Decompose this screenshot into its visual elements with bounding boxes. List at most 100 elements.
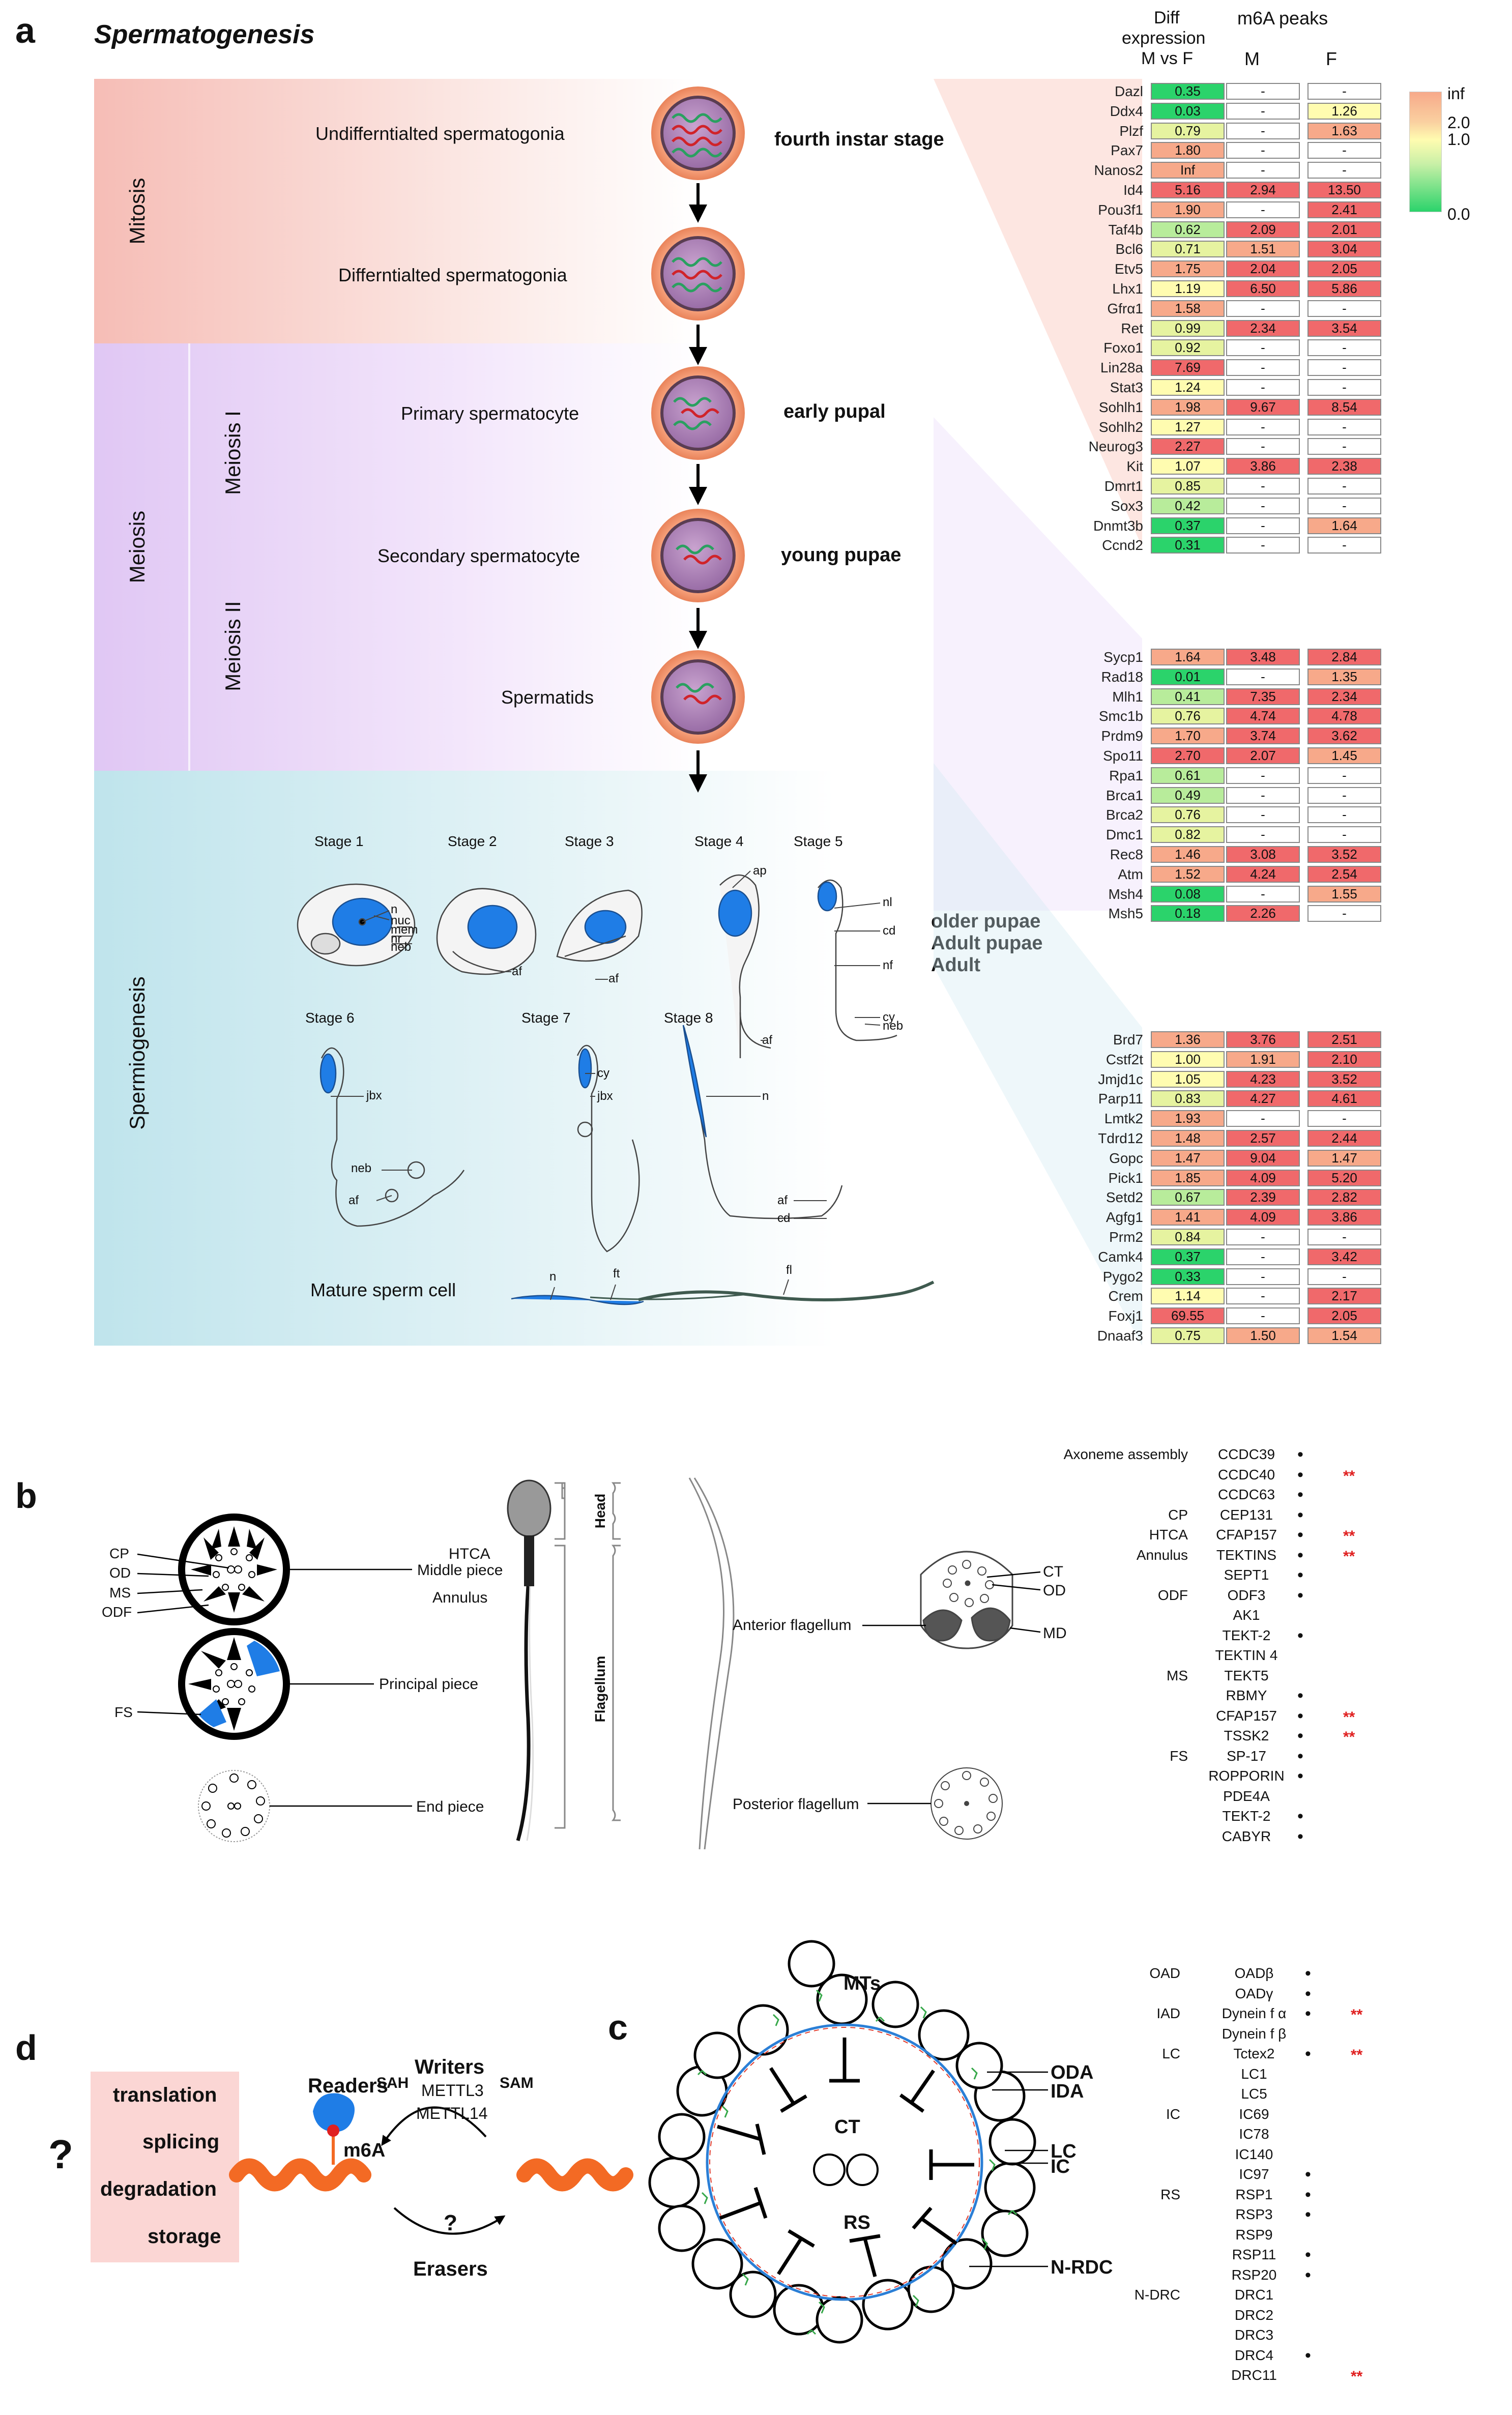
- gene-name: Ddx4: [1110, 103, 1143, 119]
- gene-name: Pax7: [1111, 142, 1143, 159]
- m6a-m-cell: -: [1226, 1288, 1300, 1305]
- gene-name: Sox3: [1111, 498, 1143, 514]
- meiosis-band: [94, 343, 908, 771]
- stage-label-older-pupae: older pupae: [931, 911, 1041, 932]
- m6a-f-cell: 3.54: [1307, 319, 1381, 337]
- gene-item: CFAP157: [1216, 1707, 1277, 1724]
- diff-expression-cell: 0.42: [1151, 497, 1225, 514]
- ann-s8-af: af: [777, 1194, 788, 1207]
- m6a-m-cell: 7.35: [1226, 688, 1300, 705]
- m6a-m-cell: -: [1226, 300, 1300, 317]
- mitosis-band: [94, 79, 898, 343]
- gene-item: RBMY: [1226, 1687, 1267, 1703]
- gene-name: Spo11: [1103, 748, 1143, 764]
- cs-principal-piece: [178, 1628, 290, 1740]
- ann-s1-nr: nr: [391, 932, 402, 946]
- m6a-m-cell: -: [1226, 826, 1300, 843]
- dot-marker: •: [1297, 1706, 1303, 1726]
- gene-name: Rec8: [1110, 847, 1143, 862]
- diff-expression-cell: 1.70: [1151, 728, 1225, 745]
- gene-name: Ret: [1121, 320, 1143, 336]
- m6a-f-cell: 2.01: [1307, 221, 1381, 238]
- axoneme-label-ic: IC: [1051, 2156, 1070, 2177]
- dot-marker: •: [1305, 1984, 1311, 2003]
- dot-marker: •: [1297, 1465, 1303, 1485]
- diff-expression-cell: 1.24: [1151, 379, 1225, 396]
- ann-mature-n: n: [549, 1270, 557, 1284]
- region-label-principal: Principal piece: [379, 1676, 479, 1693]
- m6a-m-cell: -: [1226, 1248, 1300, 1265]
- m6a-f-cell: 3.52: [1307, 1070, 1381, 1088]
- gene-name: Pou3f1: [1098, 201, 1143, 218]
- ann-s1-mem: mem: [391, 923, 418, 937]
- diff-expression-cell: 1.52: [1151, 865, 1225, 883]
- gene-name: Dnaaf3: [1097, 1328, 1143, 1344]
- m6a-f-cell: -: [1307, 339, 1381, 357]
- panel-d-letter: d: [15, 2028, 37, 2068]
- ann-s5-cy: cy: [883, 1010, 895, 1024]
- category-label: Annulus: [1136, 1547, 1188, 1563]
- gene-name: Pygo2: [1102, 1268, 1143, 1285]
- diff-expression-cell: 5.16: [1151, 182, 1225, 198]
- gene-name: Crem: [1108, 1288, 1143, 1304]
- m6a-f-cell: 13.50: [1307, 182, 1381, 198]
- fate-question-mark: ?: [48, 2132, 73, 2177]
- m6a-f-cell: 2.38: [1307, 458, 1381, 475]
- gene-name: Cstf2t: [1106, 1051, 1143, 1067]
- gene-name: Plzf: [1119, 123, 1143, 139]
- m6a-m-cell: 1.50: [1226, 1327, 1300, 1344]
- m6a-m-cell: -: [1226, 359, 1300, 376]
- star-marker: **: [1351, 2047, 1363, 2063]
- ann-s8-n: n: [762, 1089, 769, 1103]
- diff-expression-cell: 0.67: [1151, 1189, 1225, 1206]
- gene-name: Gopc: [1109, 1150, 1143, 1166]
- panel-a-title: Spermatogenesis: [94, 20, 315, 49]
- m6a-f-cell: 1.55: [1307, 885, 1381, 903]
- m6a-m-cell: -: [1226, 787, 1300, 804]
- m6a-f-cell: 4.78: [1307, 708, 1381, 725]
- diff-expression-cell: 1.48: [1151, 1130, 1225, 1147]
- gene-name: Brca2: [1106, 807, 1143, 823]
- m6a-m-cell: -: [1226, 102, 1300, 120]
- ann-mature-ft: ft: [613, 1267, 620, 1281]
- diff-expression-cell: 0.31: [1151, 537, 1225, 554]
- gene-name: Prm2: [1109, 1229, 1143, 1245]
- diff-expression-cell: 2.70: [1151, 747, 1225, 764]
- m6a-m-cell: -: [1226, 767, 1300, 784]
- axoneme-label-rs: RS: [844, 2212, 870, 2233]
- m6a-m-cell: 2.57: [1226, 1130, 1300, 1147]
- panel-a-letter: a: [15, 11, 35, 50]
- gene-name: Prdm9: [1101, 728, 1143, 744]
- m6a-m-cell: -: [1226, 1268, 1300, 1285]
- gene-name: Taf4b: [1108, 221, 1144, 238]
- m6a-f-cell: -: [1307, 1229, 1381, 1245]
- stage-2-title: Stage 2: [448, 833, 497, 849]
- cs-end-piece: [198, 1770, 270, 1842]
- diff-expression-cell: 0.92: [1151, 339, 1225, 357]
- m6a-m-cell: -: [1226, 806, 1300, 824]
- gene-item: SEPT1: [1224, 1567, 1269, 1583]
- m6a-f-cell: 5.86: [1307, 280, 1381, 297]
- diff-expression-cell: 1.05: [1151, 1070, 1225, 1088]
- gene-item: CEP131: [1219, 1506, 1273, 1523]
- m6a-m-cell: 3.08: [1226, 846, 1300, 863]
- gene-name: Atm: [1118, 866, 1143, 882]
- ann-s5-neb: neb: [883, 1019, 904, 1033]
- m6a-f-cell: 3.52: [1307, 846, 1381, 863]
- diff-expression-cell: 0.37: [1151, 1248, 1225, 1265]
- m6a-f-cell: 1.47: [1307, 1149, 1381, 1167]
- panel-c-letter: c: [608, 2007, 628, 2047]
- diff-expression-cell: 0.18: [1151, 905, 1225, 922]
- m6a-f-cell: 1.26: [1307, 102, 1381, 120]
- diff-expression-cell: 0.79: [1151, 122, 1225, 139]
- m6a-f-cell: -: [1307, 806, 1381, 824]
- gene-item: ODF3: [1227, 1587, 1266, 1603]
- erasers-label: Erasers: [413, 2258, 488, 2280]
- dot-marker: •: [1297, 1505, 1303, 1525]
- m6a-m-cell: -: [1226, 379, 1300, 396]
- diff-expression-cell: 7.69: [1151, 359, 1225, 376]
- star-marker: **: [1343, 1528, 1355, 1545]
- star-marker: **: [1343, 1708, 1355, 1726]
- gene-name: Smc1b: [1098, 708, 1143, 724]
- m6a-f-cell: 1.64: [1307, 517, 1381, 534]
